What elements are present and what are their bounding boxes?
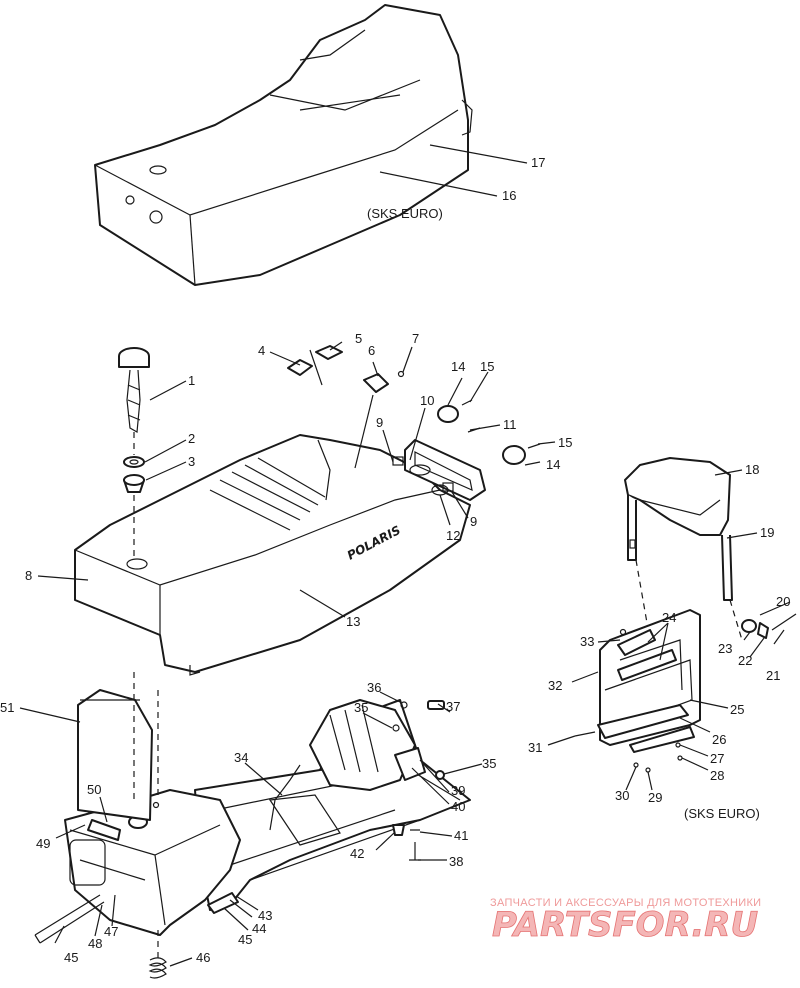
callout-4: 4 bbox=[258, 343, 265, 358]
callout-13: 13 bbox=[346, 614, 360, 629]
callout-38: 38 bbox=[449, 854, 463, 869]
callout-24: 24 bbox=[662, 610, 676, 625]
callout-44: 44 bbox=[252, 921, 266, 936]
callout-19: 19 bbox=[760, 525, 774, 540]
callout-29: 29 bbox=[648, 790, 662, 805]
callout-47: 47 bbox=[104, 924, 118, 939]
callout-36: 36 bbox=[367, 680, 381, 695]
callout-3: 3 bbox=[188, 454, 195, 469]
callout-1: 1 bbox=[188, 373, 195, 388]
callout-18: 18 bbox=[745, 462, 759, 477]
watermark-tagline: ЗАПЧАСТИ И АКСЕССУАРЫ ДЛЯ МОТОТЕХНИКИ bbox=[490, 897, 761, 909]
callout-7: 7 bbox=[412, 331, 419, 346]
sks-euro-label-right: (SKS EURO) bbox=[684, 806, 760, 821]
callout-43: 43 bbox=[258, 908, 272, 923]
callout-20: 20 bbox=[776, 594, 790, 609]
callout-33: 33 bbox=[580, 634, 594, 649]
callout-42: 42 bbox=[350, 846, 364, 861]
callout-28: 28 bbox=[710, 768, 724, 783]
callout-11: 11 bbox=[503, 417, 517, 432]
callout-23: 23 bbox=[718, 641, 732, 656]
callout-45b: 45 bbox=[238, 932, 252, 947]
callout-17: 17 bbox=[531, 155, 545, 170]
watermark-brand: PARTSFOR.RU bbox=[492, 905, 758, 945]
callout-34: 34 bbox=[234, 750, 248, 765]
callout-45a: 45 bbox=[64, 950, 78, 965]
callout-25: 25 bbox=[730, 702, 744, 717]
callout-46: 46 bbox=[196, 950, 210, 965]
callout-9b: 9 bbox=[470, 514, 477, 529]
callout-40: 40 bbox=[451, 799, 465, 814]
callout-22: 22 bbox=[738, 653, 752, 668]
callout-50: 50 bbox=[87, 782, 101, 797]
callout-2: 2 bbox=[188, 431, 195, 446]
callout-41: 41 bbox=[454, 828, 468, 843]
callout-5: 5 bbox=[355, 331, 362, 346]
small-brackets bbox=[287, 345, 405, 393]
callout-35a: 35 bbox=[354, 700, 368, 715]
callout-8: 8 bbox=[25, 568, 32, 583]
backrest-assembly bbox=[574, 457, 797, 773]
callout-51: 51 bbox=[0, 700, 14, 715]
callout-9a: 9 bbox=[376, 415, 383, 430]
callout-6: 6 bbox=[368, 343, 375, 358]
callout-48: 48 bbox=[88, 936, 102, 951]
callout-27: 27 bbox=[710, 751, 724, 766]
callout-16: 16 bbox=[502, 188, 516, 203]
callout-26: 26 bbox=[712, 732, 726, 747]
callout-14b: 14 bbox=[546, 457, 560, 472]
callout-32: 32 bbox=[548, 678, 562, 693]
callout-39: 39 bbox=[451, 783, 465, 798]
seat-cover: POLARIS bbox=[74, 434, 471, 676]
callout-21: 21 bbox=[766, 668, 780, 683]
fuel-cap bbox=[118, 347, 150, 493]
callout-15b: 15 bbox=[558, 435, 572, 450]
callout-31: 31 bbox=[528, 740, 542, 755]
callout-14a: 14 bbox=[451, 359, 465, 374]
callout-37: 37 bbox=[446, 699, 460, 714]
sks-euro-label-top: (SKS EURO) bbox=[367, 206, 443, 221]
sks-euro-seat bbox=[94, 4, 473, 286]
callout-49: 49 bbox=[36, 836, 50, 851]
callout-30: 30 bbox=[615, 788, 629, 803]
callout-15a: 15 bbox=[480, 359, 494, 374]
callout-35b: 35 bbox=[482, 756, 496, 771]
callout-10: 10 bbox=[420, 393, 434, 408]
callout-12: 12 bbox=[446, 528, 460, 543]
